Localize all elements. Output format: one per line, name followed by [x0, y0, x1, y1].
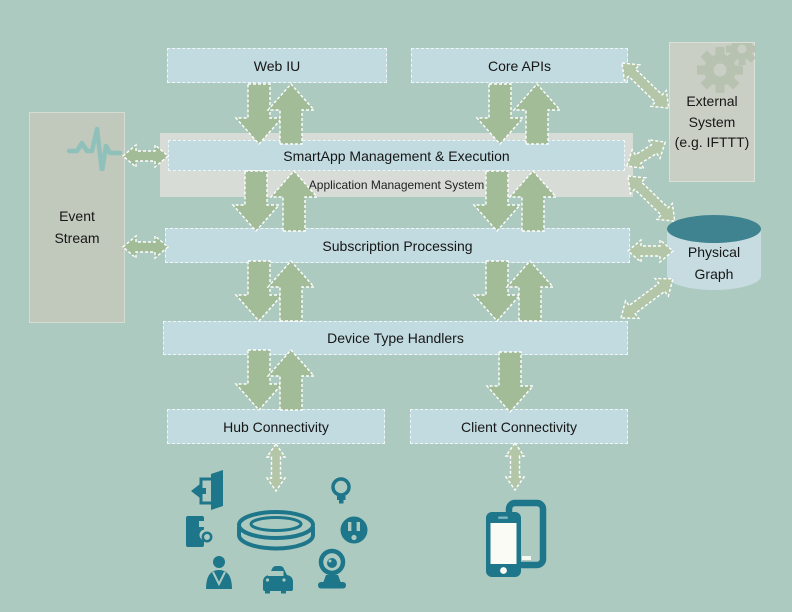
car-icon [263, 566, 293, 594]
subscription-processing-box: Subscription Processing [165, 228, 630, 263]
subscription-processing-label: Subscription Processing [322, 237, 473, 254]
smart-hub-icon [237, 510, 315, 551]
external-line3: (e.g. IFTTT) [674, 134, 750, 150]
pulse-icon [66, 126, 123, 174]
hub-devices-cluster [186, 470, 368, 594]
device-type-handlers-label: Device Type Handlers [327, 330, 464, 346]
external-line2: System [688, 113, 736, 130]
physical-graph-line1: Physical [687, 244, 741, 260]
arrow-clientconnectivity-phones [505, 442, 525, 491]
power-outlet-icon [340, 516, 368, 544]
event-stream-box: Event Stream [29, 112, 125, 323]
external-system-label: External System (e.g. IFTTT) [670, 91, 754, 153]
physical-graph-label: Physical Graph [664, 241, 764, 285]
event-stream-label: Event Stream [30, 205, 124, 249]
smartapp-management-box: SmartApp Management & Execution [168, 140, 625, 171]
arrow-up-handlers-to-subscription-right [506, 260, 554, 322]
gears-icon [697, 43, 756, 93]
external-system-box: External System (e.g. IFTTT) [669, 42, 756, 182]
client-connectivity-label: Client Connectivity [461, 418, 577, 435]
event-stream-line2: Stream [54, 230, 100, 246]
smartphones-icon [486, 499, 547, 577]
core-apis-label: Core APIs [487, 57, 552, 74]
arrow-down-handlers-to-hub [235, 349, 283, 411]
external-line1: External [686, 93, 738, 109]
smartapp-management-label: SmartApp Management & Execution [283, 147, 510, 164]
appliance-icon [186, 516, 213, 547]
exit-door-icon [191, 470, 223, 510]
arrow-down-subscription-to-handlers-left [235, 260, 283, 322]
core-apis-box: Core APIs [411, 48, 628, 83]
arrow-hubconnectivity-devices [266, 443, 286, 492]
camera-icon [318, 548, 346, 589]
person-icon [206, 556, 232, 589]
application-management-text: Application Management System [308, 178, 485, 192]
hub-connectivity-label: Hub Connectivity [223, 418, 329, 435]
arrow-up-handlers-to-subscription-left [267, 260, 315, 322]
physical-graph-line2: Graph [694, 266, 734, 282]
application-management-label: Application Management System [160, 176, 633, 194]
arrow-up-hub-to-handlers [267, 349, 315, 411]
event-stream-line1: Event [59, 208, 95, 224]
client-connectivity-box: Client Connectivity [410, 409, 628, 444]
hub-connectivity-box: Hub Connectivity [167, 409, 385, 444]
web-ui-box: Web IU [167, 48, 387, 83]
light-bulb-icon [331, 477, 351, 504]
device-type-handlers-box: Device Type Handlers [163, 321, 628, 355]
arrow-down-handlers-to-client [486, 351, 534, 413]
arrow-down-subscription-to-handlers-right [473, 260, 521, 322]
web-ui-label: Web IU [253, 57, 301, 74]
arrow-eventstream-subscription [122, 235, 169, 259]
